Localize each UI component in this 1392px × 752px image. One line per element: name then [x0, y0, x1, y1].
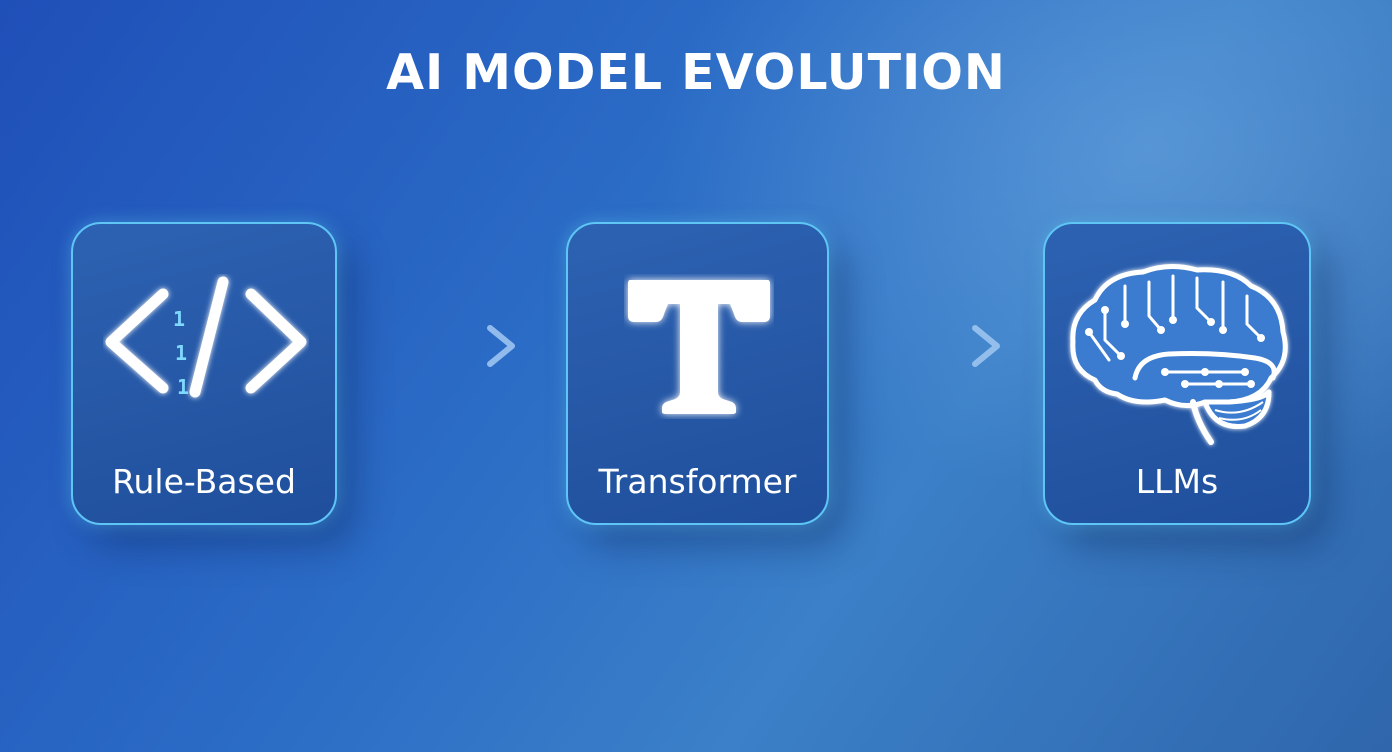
stage-card-llms: LLMs — [1043, 222, 1311, 525]
arrow-right-icon — [867, 325, 1000, 367]
arrow-right-icon — [380, 325, 515, 367]
stage-label: LLMs — [1135, 462, 1219, 501]
page-title: AI MODEL EVOLUTION — [386, 44, 1006, 101]
stage-label: Transformer — [598, 462, 797, 501]
brain-circuit-icon — [1070, 264, 1288, 445]
stage-label: Rule-Based — [112, 462, 296, 501]
stage-card-transformer: Transformer — [566, 222, 829, 525]
stage-card-rule-based: 1 1 1 Rule-Based — [71, 222, 337, 525]
binary-digit: 1 — [173, 307, 185, 331]
letter-t-icon — [628, 280, 770, 414]
binary-digit: 1 — [177, 375, 189, 399]
binary-digit: 1 — [175, 341, 187, 365]
code-brackets-icon: 1 1 1 — [105, 276, 307, 399]
